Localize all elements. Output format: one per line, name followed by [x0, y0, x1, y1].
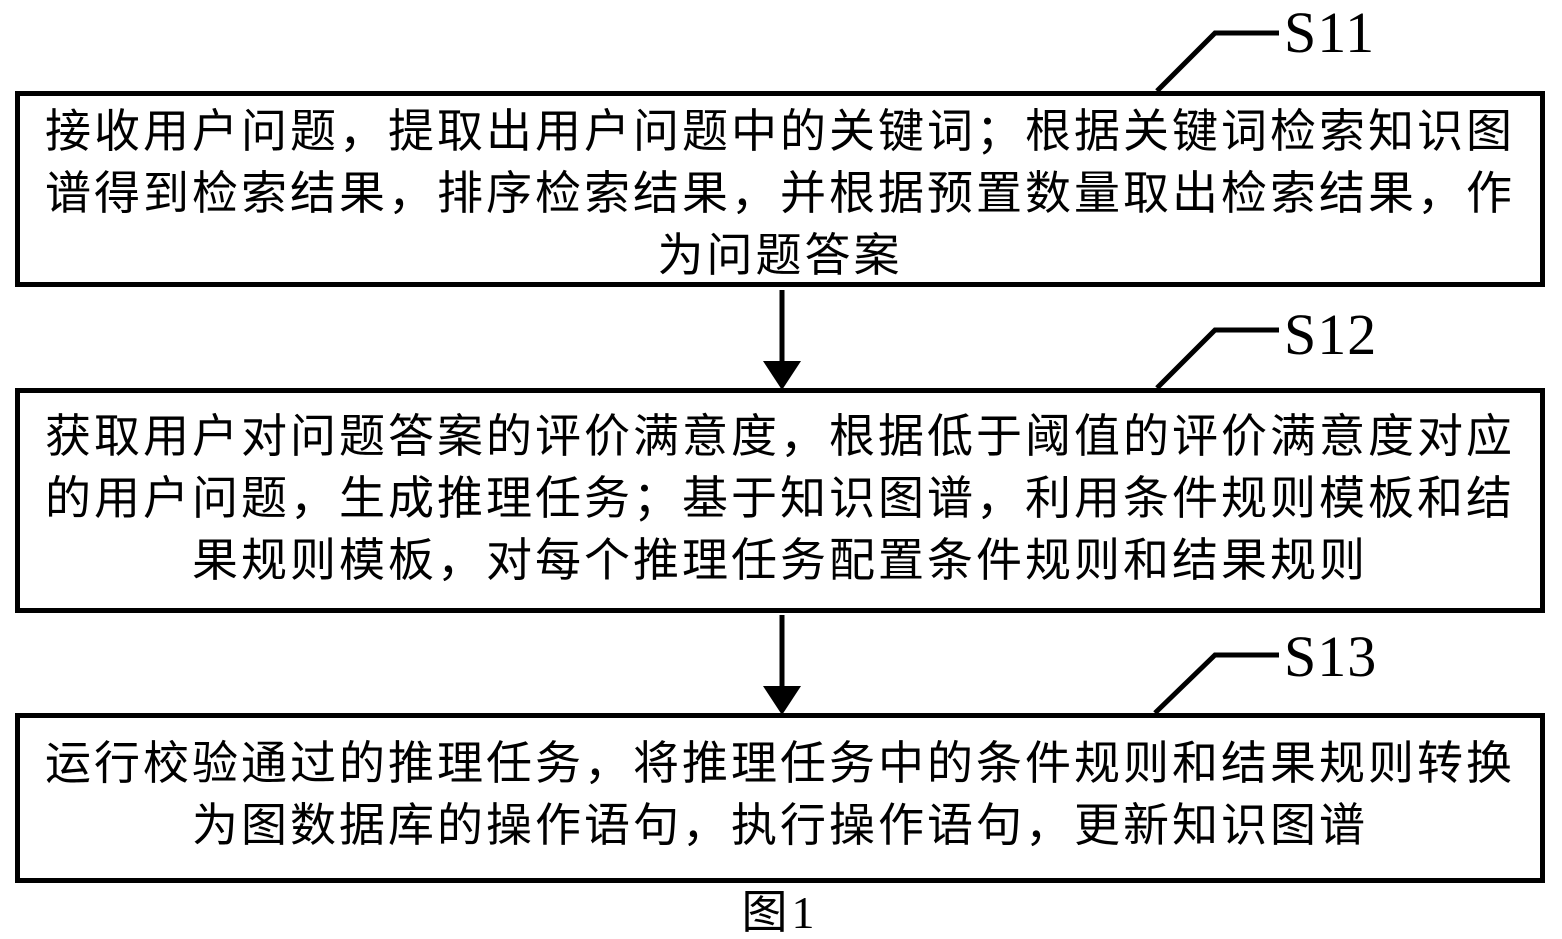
step-s13-text-line: 为图数据库的操作语句，执行操作语句，更新知识图谱 [192, 800, 1368, 851]
step-s11-text-line: 谱得到检索结果，排序检索结果，并根据预置数量取出检索结果，作 [45, 168, 1515, 219]
step-s11-text-line: 为问题答案 [657, 230, 903, 281]
callout-line-s13 [1153, 652, 1279, 715]
step-s12-text-line: 的用户问题，生成推理任务；基于知识图谱，利用条件规则模板和结 [45, 473, 1515, 524]
step-s12-text-line: 获取用户对问题答案的评价满意度，根据低于阈值的评价满意度对应 [45, 411, 1515, 462]
flow-step-box-s12: 获取用户对问题答案的评价满意度，根据低于阈值的评价满意度对应 的用户问题，生成推… [15, 388, 1545, 613]
step-label-s12: S12 [1284, 302, 1378, 367]
step-s13-text-line: 运行校验通过的推理任务，将推理任务中的条件规则和结果规则转换 [45, 738, 1515, 789]
step-s12-text-line: 果规则模板，对每个推理任务配置条件规则和结果规则 [192, 535, 1368, 586]
callout-line-s12 [1155, 327, 1279, 390]
flow-step-box-s11: 接收用户问题，提取出用户问题中的关键词；根据关键词检索知识图 谱得到检索结果，排… [15, 91, 1545, 287]
flow-step-box-s13: 运行校验通过的推理任务，将推理任务中的条件规则和结果规则转换 为图数据库的操作语… [15, 713, 1545, 883]
callout-line-s11 [1155, 30, 1279, 93]
down-arrow-1 [763, 290, 801, 390]
step-label-s11: S11 [1284, 0, 1376, 65]
step-s11-text-line: 接收用户问题，提取出用户问题中的关键词；根据关键词检索知识图 [45, 106, 1515, 157]
step-label-s13: S13 [1284, 624, 1378, 689]
figure-caption: 图1 [741, 887, 819, 938]
down-arrow-2 [763, 615, 801, 715]
